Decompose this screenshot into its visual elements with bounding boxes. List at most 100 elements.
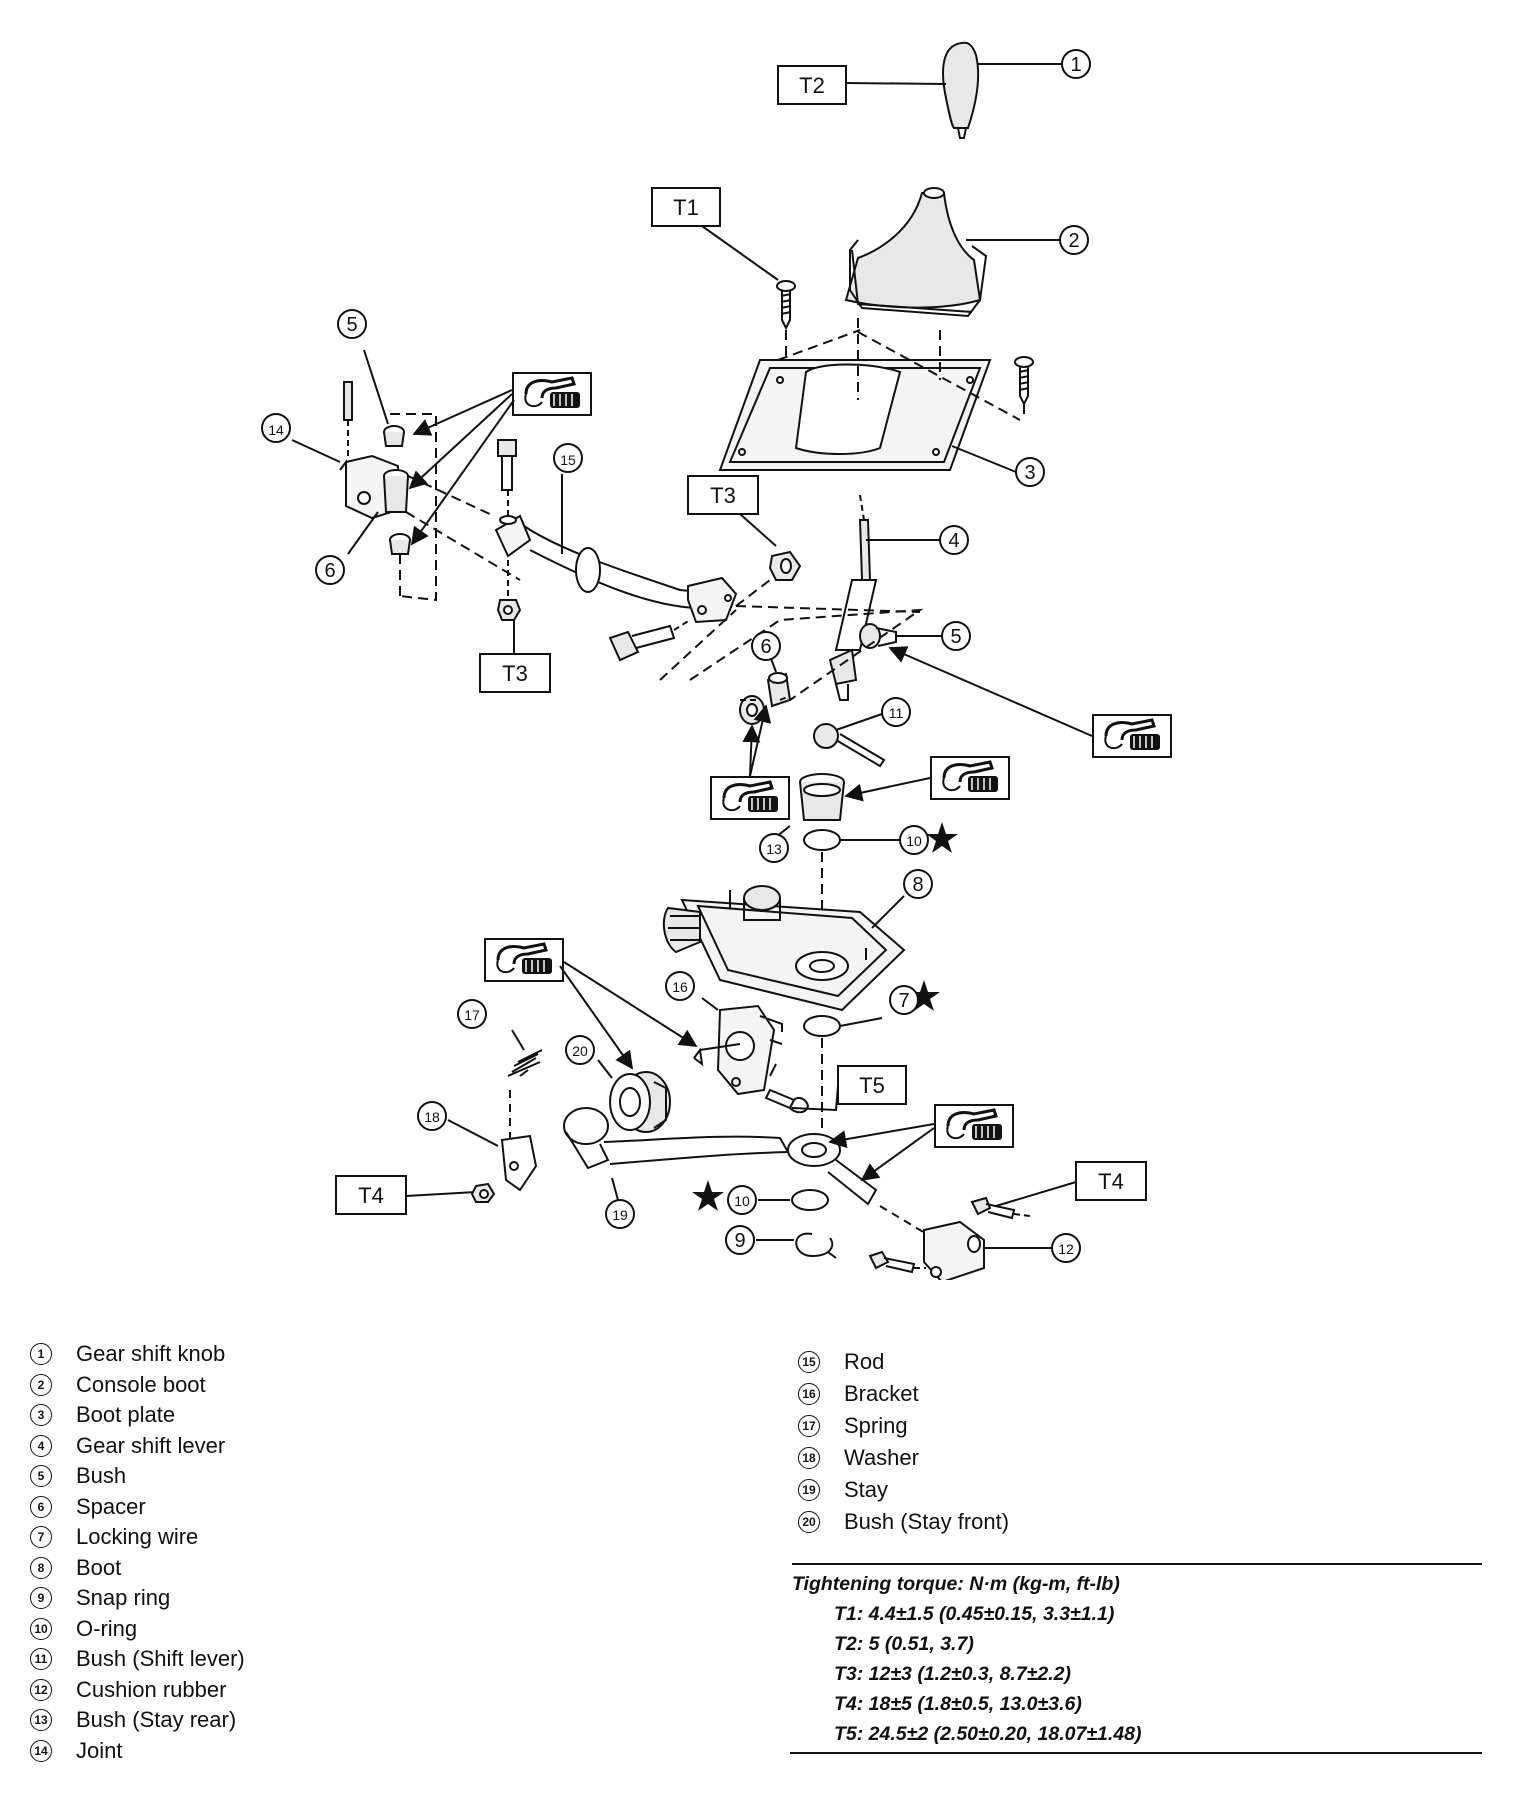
- bracket: [693, 1004, 783, 1096]
- screw-t1: [776, 280, 796, 331]
- rod: [494, 514, 738, 624]
- callout-18: 18: [424, 1109, 440, 1125]
- boot: [662, 885, 906, 1012]
- callout-16: 16: [672, 979, 688, 995]
- spring: [507, 1049, 543, 1077]
- bolt-bottom: [868, 1250, 916, 1274]
- t1-box: [651, 187, 721, 227]
- torque-row: T5: 24.5±2 (2.50±0.20, 18.07±1.48): [834, 1723, 1142, 1745]
- t4-label-left: T4: [358, 1183, 384, 1208]
- callout-20: 20: [572, 1043, 588, 1059]
- washer: [500, 1134, 538, 1192]
- bush-stay-rear: [799, 773, 845, 821]
- callout-19: 19: [612, 1207, 628, 1223]
- exploded-diagram: 1 2 3 4 5 5 14 6 15 6 11 10 13 8 7 16 17…: [261, 41, 1172, 1280]
- grease-gun-icon: [512, 372, 592, 416]
- t5-label: T5: [859, 1073, 885, 1098]
- callout-5: 5: [950, 626, 961, 648]
- console-boot: [844, 187, 988, 318]
- torque-row: T1: 4.4±1.5 (0.45±0.15, 3.3±1.1): [834, 1603, 1115, 1625]
- grease-gun-icon: [1092, 714, 1172, 758]
- grease-gun-icon: [484, 938, 564, 982]
- bush-shift-lever: [813, 723, 886, 768]
- t4-label-right: T4: [1098, 1169, 1124, 1194]
- callout-2: 2: [1068, 230, 1079, 252]
- t4-box-left: [335, 1175, 407, 1215]
- t3-box-left: [479, 653, 551, 693]
- nut-t4-left: [470, 1182, 496, 1203]
- o-ring-bottom: [791, 1189, 829, 1211]
- bush-5-left: [383, 425, 405, 447]
- bottom-rule: [790, 1752, 1482, 1754]
- gear-shift-knob: [942, 41, 980, 139]
- bolt-rod: [608, 624, 676, 662]
- nut-t3-right: [768, 550, 802, 581]
- nut-t3-left: [496, 599, 522, 621]
- t3-box-right: [687, 475, 759, 515]
- pin: [343, 381, 353, 421]
- tightening-torque-table: Tightening torque: N·m (kg-m, ft-lb) T1:…: [792, 1563, 1482, 1749]
- t3-label-right: T3: [710, 483, 736, 508]
- t3-label-left: T3: [502, 661, 528, 686]
- locking-wire: [803, 1015, 883, 1037]
- grease-gun-icon: [710, 776, 790, 820]
- bush-5-lower: [389, 533, 411, 555]
- callout-4: 4: [948, 530, 959, 552]
- callout-1: 1: [1070, 54, 1081, 76]
- callout-6: 6: [324, 560, 335, 582]
- cushion-rubber: [923, 1220, 985, 1280]
- torque-heading: Tightening torque: N·m (kg-m, ft-lb): [792, 1573, 1120, 1595]
- star-icon: [926, 822, 958, 853]
- callout-13: 13: [766, 841, 782, 857]
- callout-11: 11: [889, 705, 904, 721]
- grease-gun-icon: [930, 756, 1010, 800]
- star-icon: [908, 980, 940, 1011]
- callout-5: 5: [346, 314, 357, 336]
- bolt-t4-right: [970, 1196, 1016, 1220]
- callout-8: 8: [912, 874, 923, 896]
- callout-7: 7: [898, 990, 909, 1012]
- callout-9: 9: [734, 1230, 745, 1252]
- bush-5-right: [859, 623, 897, 649]
- stay: [563, 1107, 878, 1206]
- t4-box-right: [1075, 1161, 1147, 1201]
- grease-gun-icon: [934, 1104, 1014, 1148]
- callout-10: 10: [906, 833, 922, 849]
- torque-row: T3: 12±3 (1.2±0.3, 8.7±2.2): [834, 1663, 1071, 1685]
- o-ring-top: [803, 829, 841, 851]
- bolt-rod-top: [497, 439, 517, 525]
- torque-row: T4: 18±5 (1.8±0.5, 13.0±3.6): [834, 1693, 1082, 1715]
- callout-6: 6: [760, 636, 771, 658]
- callout-15: 15: [560, 452, 576, 468]
- callout-3: 3: [1024, 462, 1035, 484]
- snap-ring: [795, 1232, 837, 1259]
- spacer-left: [383, 469, 409, 513]
- callout-12: 12: [1058, 1241, 1074, 1257]
- spacer-center: [766, 672, 792, 708]
- torque-row: T2: 5 (0.51, 3.7): [834, 1633, 974, 1655]
- bush-stay-front: [609, 1071, 671, 1133]
- callout-14: 14: [268, 422, 284, 438]
- callout-10: 10: [734, 1193, 750, 1209]
- t5-box: [837, 1065, 907, 1105]
